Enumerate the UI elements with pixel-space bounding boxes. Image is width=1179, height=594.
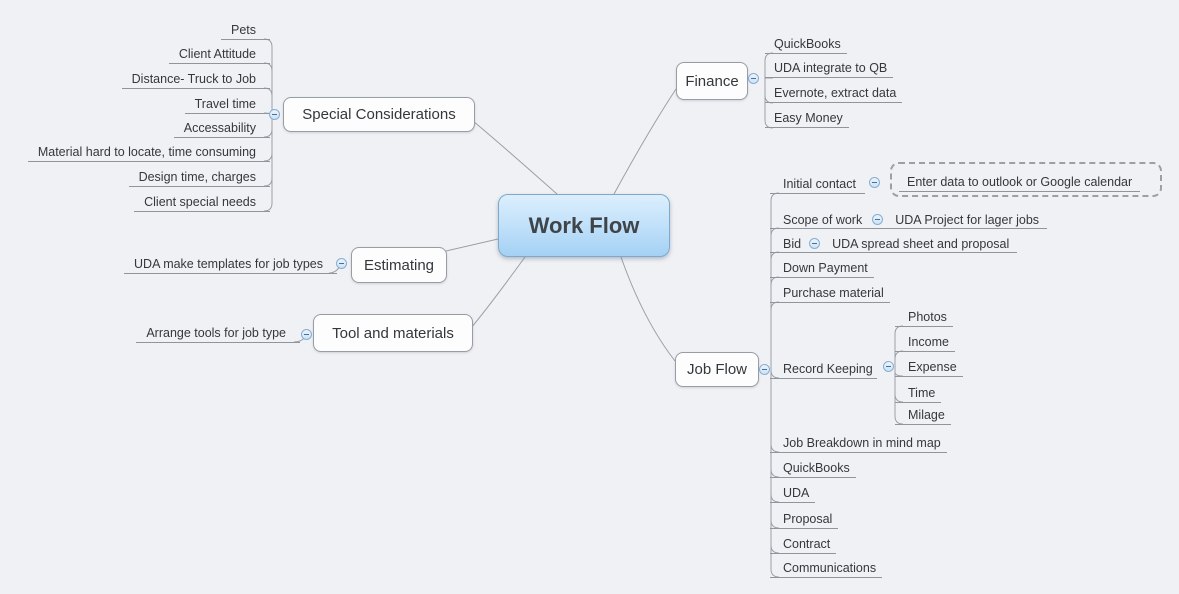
subtopic-down-payment[interactable]: Down Payment — [770, 260, 874, 278]
subtopic-milage[interactable]: Milage — [895, 407, 951, 425]
subtopic-communications[interactable]: Communications — [770, 560, 883, 578]
topic-job-flow[interactable]: Job Flow — [675, 352, 759, 387]
subtopic-client-attitude[interactable]: Client Attitude — [168, 46, 270, 64]
subtopic-income[interactable]: Income — [895, 334, 955, 352]
collapse-icon[interactable] — [883, 361, 894, 372]
subtopic-photos[interactable]: Photos — [895, 309, 953, 327]
subtopic-material-hard-to-locate[interactable]: Material hard to locate, time consuming — [27, 144, 270, 162]
subtopic-quickbooks-jobflow[interactable]: QuickBooks — [770, 460, 856, 478]
subtopic-uda-project-lager-jobs[interactable]: UDA Project for lager jobs — [895, 212, 1040, 227]
collapse-icon[interactable] — [748, 73, 759, 84]
topic-row-bid: Bid UDA spread sheet and proposal — [770, 235, 1018, 253]
subtopic-travel-time[interactable]: Travel time — [184, 96, 270, 114]
subtopic-uda-spread-sheet-proposal[interactable]: UDA spread sheet and proposal — [832, 236, 1010, 251]
subtopic-enter-data-calendar[interactable]: Enter data to outlook or Google calendar — [899, 174, 1141, 192]
collapse-icon[interactable] — [759, 364, 770, 375]
subtopic-initial-contact[interactable]: Initial contact — [770, 176, 865, 194]
topic-tool-and-materials[interactable]: Tool and materials — [313, 314, 473, 352]
subtopic-proposal[interactable]: Proposal — [770, 511, 839, 529]
subtopic-accessability[interactable]: Accessability — [173, 120, 270, 138]
callout-box: Enter data to outlook or Google calendar — [890, 162, 1162, 197]
subtopic-expense[interactable]: Expense — [895, 359, 963, 377]
subtopic-job-breakdown-mind-map[interactable]: Job Breakdown in mind map — [770, 435, 947, 453]
subtopic-easy-money[interactable]: Easy Money — [765, 110, 849, 128]
topic-estimating[interactable]: Estimating — [351, 247, 447, 283]
subtopic-purchase-material[interactable]: Purchase material — [770, 285, 890, 303]
collapse-icon[interactable] — [872, 214, 884, 225]
collapse-icon[interactable] — [809, 238, 821, 249]
subtopic-uda-make-templates[interactable]: UDA make templates for job types — [124, 256, 337, 274]
subtopic-record-keeping[interactable]: Record Keeping — [770, 361, 877, 379]
subtopic-pets[interactable]: Pets — [220, 22, 270, 40]
subtopic-arrange-tools[interactable]: Arrange tools for job type — [136, 325, 300, 343]
topic-finance[interactable]: Finance — [676, 62, 748, 100]
subtopic-quickbooks-finance[interactable]: QuickBooks — [765, 36, 847, 54]
subtopic-design-time-charges[interactable]: Design time, charges — [128, 169, 270, 187]
topic-special-considerations[interactable]: Special Considerations — [283, 97, 475, 132]
subtopic-client-special-needs[interactable]: Client special needs — [134, 194, 270, 212]
subtopic-time[interactable]: Time — [895, 385, 942, 403]
collapse-icon[interactable] — [269, 109, 280, 120]
collapse-icon[interactable] — [336, 258, 347, 269]
collapse-icon[interactable] — [301, 329, 312, 340]
subtopic-scope-of-work[interactable]: Scope of work — [783, 212, 863, 227]
collapse-icon[interactable] — [869, 177, 880, 188]
subtopic-evernote-extract-data[interactable]: Evernote, extract data — [765, 85, 903, 103]
subtopic-uda-integrate-to-qb[interactable]: UDA integrate to QB — [765, 60, 894, 78]
topic-row-scope-of-work: Scope of work UDA Project for lager jobs — [770, 211, 1048, 229]
subtopic-bid[interactable]: Bid — [783, 236, 802, 251]
subtopic-distance-truck-to-job[interactable]: Distance- Truck to Job — [121, 71, 270, 89]
central-topic[interactable]: Work Flow — [498, 194, 670, 257]
subtopic-uda[interactable]: UDA — [770, 485, 816, 503]
subtopic-contract[interactable]: Contract — [770, 536, 837, 554]
